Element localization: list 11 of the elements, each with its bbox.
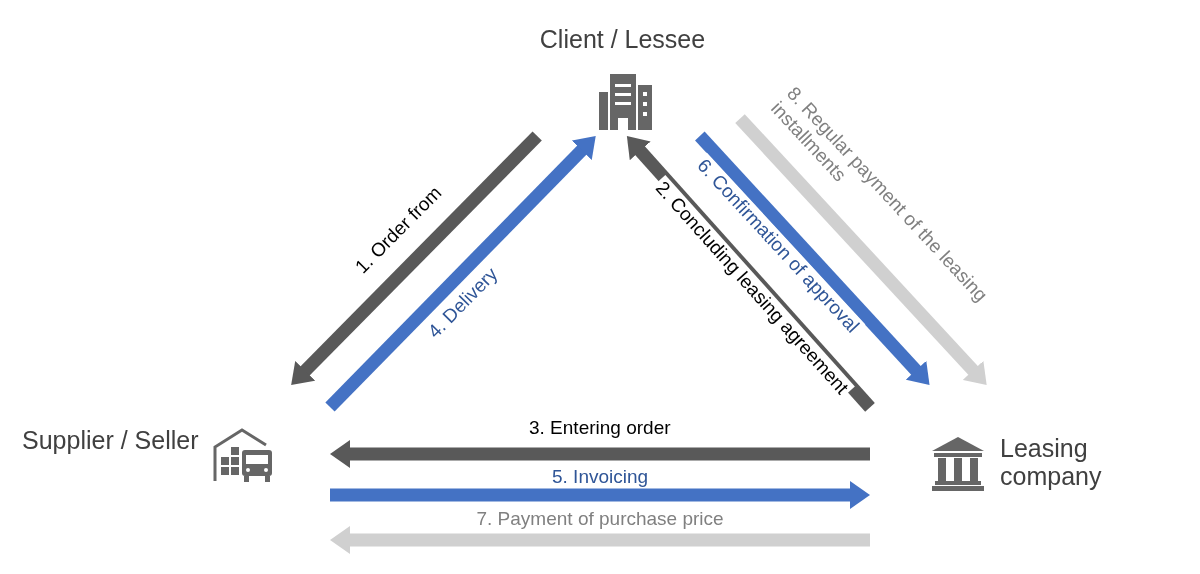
node-label: Client / Lessee [539, 26, 706, 54]
arrow [626, 136, 875, 412]
node-label: Leasing company [1000, 435, 1103, 490]
arrow [735, 114, 987, 385]
node-label: Supplier / Seller [22, 427, 199, 455]
arrow [330, 526, 870, 554]
arrow [330, 440, 870, 468]
arrow [291, 131, 542, 385]
arrow [330, 481, 870, 509]
arrow [695, 131, 930, 385]
arrow [325, 136, 596, 412]
